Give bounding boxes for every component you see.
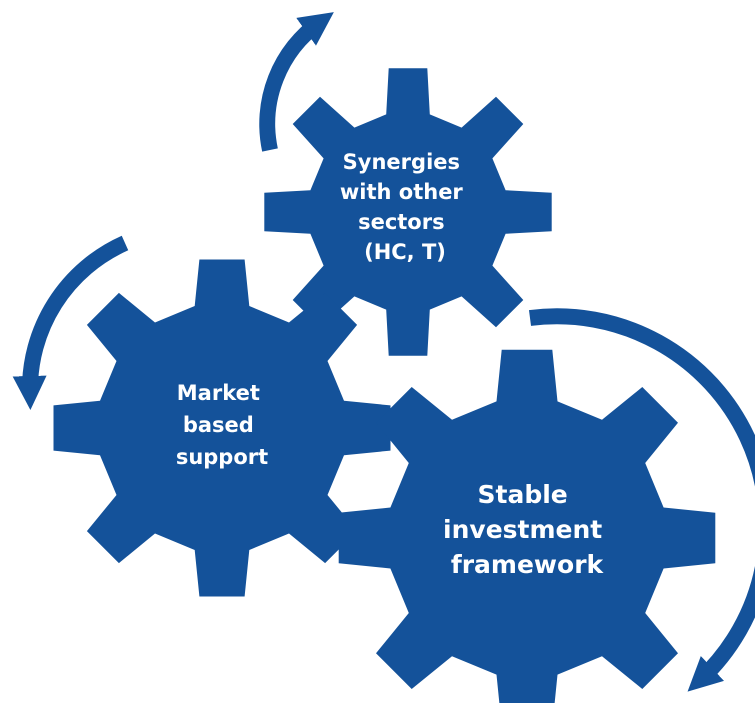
- gear-market-shape: [53, 259, 391, 597]
- gear-synergies-label-line: Synergies: [343, 150, 460, 174]
- gear-market: Market based support: [53, 259, 391, 597]
- gear-synergies-label-line: with other: [340, 180, 464, 204]
- gear-synergies-shape: [264, 68, 552, 356]
- gear-stable-label-line: framework: [451, 550, 605, 579]
- gear-stable-label: Stable investment framework: [443, 480, 611, 579]
- gear-market-label: Market based support: [176, 381, 268, 469]
- gear-market-label-line: based: [183, 413, 254, 437]
- gear-stable-label-line: Stable: [478, 480, 568, 509]
- gear-market-label-line: support: [176, 445, 268, 469]
- gear-synergies: Synergies with other sectors (HC, T): [264, 68, 552, 356]
- gear-stable-shape: [338, 349, 716, 703]
- gear-synergies-label-line: (HC, T): [364, 240, 446, 264]
- arrow-synergies: [259, 12, 334, 152]
- gear-synergies-label-line: sectors: [358, 210, 445, 234]
- gear-synergies-label: Synergies with other sectors (HC, T): [340, 150, 470, 264]
- arrow-market: [12, 235, 129, 410]
- gear-stable-label-line: investment: [443, 515, 602, 544]
- gear-market-label-line: Market: [177, 381, 260, 405]
- gear-stable: Stable investment framework: [338, 349, 716, 703]
- arrow-stable: [528, 308, 755, 692]
